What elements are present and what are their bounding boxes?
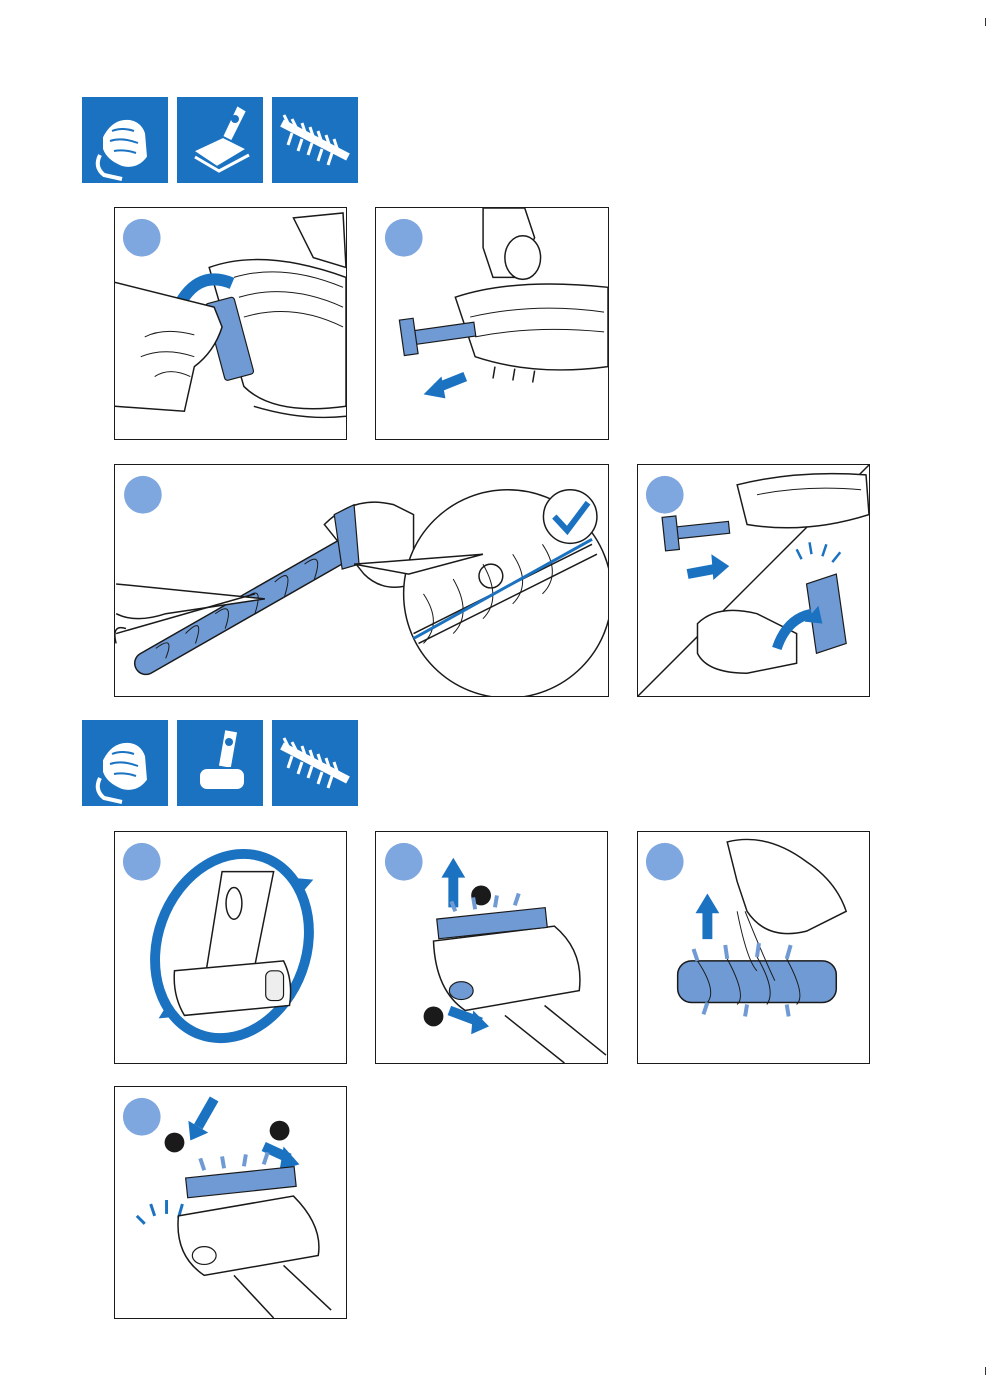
step-number-circle	[385, 843, 423, 881]
wipe-hands-icon	[82, 97, 168, 183]
step-open-brush-cover	[114, 207, 347, 440]
step-number-circle	[123, 1098, 161, 1136]
crop-mark-bottom-right	[985, 1367, 986, 1375]
step-remove-hair	[637, 831, 870, 1064]
crop-mark-top-right	[985, 18, 986, 26]
step-release-and-pull-brush	[375, 831, 608, 1064]
wipe-hands-icon	[82, 720, 168, 806]
floor-nozzle-icon	[177, 97, 263, 183]
brush-comb-icon	[272, 720, 358, 806]
step-slide-out-brush	[375, 207, 609, 440]
step-flip-nozzle	[114, 831, 347, 1064]
step-number-circle	[385, 219, 423, 257]
step-cut-hair-with-scissors	[114, 464, 609, 697]
step-insert-brush-click	[114, 1086, 347, 1319]
substep-marker	[165, 1133, 185, 1153]
step-number-circle	[124, 476, 162, 514]
step-number-circle	[123, 219, 161, 257]
step-number-circle	[646, 476, 684, 514]
brush-comb-icon	[272, 97, 358, 183]
mini-turbo-brush-icon	[177, 720, 263, 806]
step-number-circle	[123, 843, 161, 881]
step-reinsert-brush	[637, 464, 870, 697]
substep-marker	[270, 1121, 290, 1141]
step-number-circle	[646, 843, 684, 881]
substep-marker	[424, 1006, 444, 1026]
